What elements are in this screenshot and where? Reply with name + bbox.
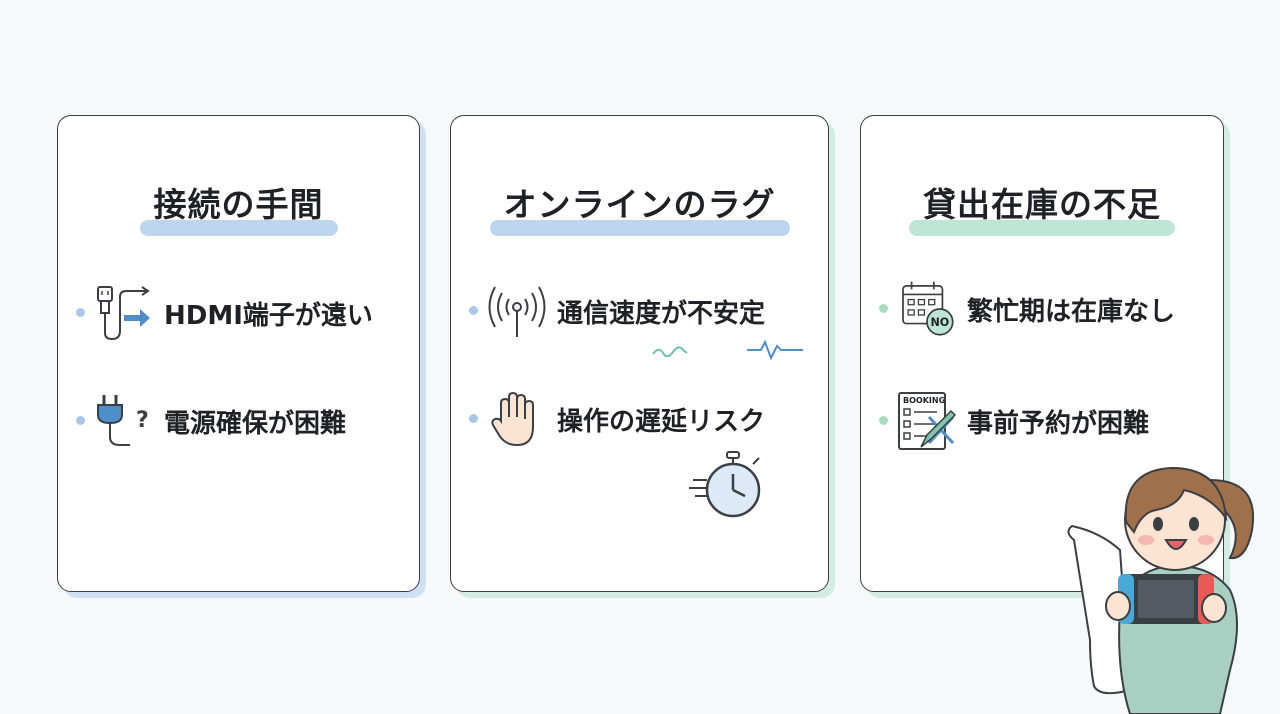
- card-title: オンラインのラグ: [489, 178, 790, 236]
- bullet-dot: [469, 414, 478, 423]
- item-label: 操作の遅延リスク: [557, 407, 766, 437]
- card-connection-hassle: 接続の手間 HDMI端子が遠い ? 電源確保が困難: [57, 115, 420, 592]
- bullet-dot: [469, 306, 478, 315]
- list-item: ? 電源確保が困難: [58, 391, 419, 451]
- list-item: HDMI端子が遠い: [58, 283, 419, 343]
- item-label: 通信速度が不安定: [557, 299, 766, 329]
- stopwatch-icon: [689, 451, 761, 518]
- card-title: 貸出在庫の不足: [909, 178, 1175, 236]
- no-badge-text: NO: [930, 316, 949, 329]
- item-label: 繁忙期は在庫なし: [967, 297, 1176, 327]
- wave-line-icon: [652, 346, 688, 358]
- list-item: NO 繁忙期は在庫なし: [861, 279, 1223, 339]
- girl-with-game-console-illustration: [1067, 466, 1255, 714]
- svg-text:?: ?: [136, 408, 149, 433]
- item-label: HDMI端子が遠い: [164, 301, 373, 331]
- list-item: 通信速度が不安定: [451, 281, 828, 341]
- booking-form-icon: BOOKING: [898, 392, 957, 450]
- bullet-dot: [879, 304, 888, 313]
- item-label: 電源確保が困難: [164, 409, 347, 439]
- hand-icon: [491, 391, 534, 447]
- power-plug-question-icon: ?: [97, 395, 149, 446]
- item-label: 事前予約が困難: [967, 409, 1150, 439]
- pulse-line-icon: [747, 339, 803, 360]
- booking-label: BOOKING: [903, 396, 945, 405]
- card-online-lag: オンラインのラグ 通信速度が不安定 操作の遅延リスク: [450, 115, 829, 592]
- calendar-no-icon: NO: [902, 281, 954, 336]
- list-item: BOOKING 事前予約が困難: [861, 391, 1223, 451]
- bullet-dot: [76, 308, 85, 317]
- card-title: 接続の手間: [139, 178, 338, 236]
- bullet-dot: [879, 416, 888, 425]
- hdmi-cable-icon: [97, 286, 150, 341]
- list-item: 操作の遅延リスク: [451, 389, 828, 449]
- bullet-dot: [76, 416, 85, 425]
- wifi-signal-icon: [488, 286, 546, 337]
